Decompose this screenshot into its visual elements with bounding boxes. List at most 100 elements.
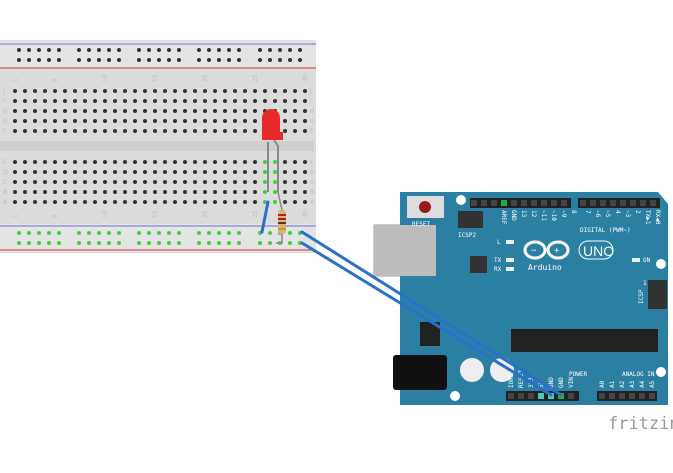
breadboard-hole[interactable] <box>153 200 157 204</box>
breadboard-hole[interactable] <box>103 190 107 194</box>
breadboard-hole[interactable] <box>183 180 187 184</box>
rail-hole[interactable] <box>298 48 302 52</box>
breadboard-hole[interactable] <box>163 89 167 93</box>
wire-rail-to-gnd[interactable] <box>300 230 563 397</box>
breadboard-hole[interactable] <box>143 160 147 164</box>
breadboard-hole[interactable] <box>73 119 77 123</box>
breadboard-hole[interactable] <box>253 190 257 194</box>
breadboard-hole[interactable] <box>203 170 207 174</box>
power-pin[interactable] <box>538 393 544 399</box>
power-pin[interactable] <box>508 393 514 399</box>
rail-hole[interactable] <box>197 48 201 52</box>
breadboard-hole[interactable] <box>83 89 87 93</box>
breadboard-hole[interactable] <box>13 119 17 123</box>
breadboard-hole[interactable] <box>13 129 17 133</box>
rail-hole[interactable] <box>258 48 262 52</box>
breadboard-hole[interactable] <box>163 170 167 174</box>
breadboard-hole[interactable] <box>293 89 297 93</box>
breadboard-hole[interactable] <box>183 190 187 194</box>
breadboard-hole[interactable] <box>153 180 157 184</box>
breadboard-hole[interactable] <box>73 200 77 204</box>
rail-hole[interactable] <box>207 241 211 245</box>
breadboard-hole[interactable] <box>253 180 257 184</box>
breadboard-hole[interactable] <box>33 129 37 133</box>
breadboard-hole[interactable] <box>233 119 237 123</box>
power-pin[interactable] <box>568 393 574 399</box>
breadboard-hole[interactable] <box>73 99 77 103</box>
breadboard-hole[interactable] <box>143 89 147 93</box>
breadboard-hole[interactable] <box>123 119 127 123</box>
breadboard-hole[interactable] <box>13 160 17 164</box>
breadboard-hole[interactable] <box>83 190 87 194</box>
breadboard-hole[interactable] <box>73 89 77 93</box>
breadboard-hole[interactable] <box>23 200 27 204</box>
breadboard-hole[interactable] <box>233 109 237 113</box>
rail-hole[interactable] <box>217 241 221 245</box>
breadboard-hole[interactable] <box>173 160 177 164</box>
rail-hole[interactable] <box>177 241 181 245</box>
breadboard-hole[interactable] <box>213 160 217 164</box>
rail-hole[interactable] <box>227 48 231 52</box>
breadboard-hole[interactable] <box>113 200 117 204</box>
breadboard-hole[interactable] <box>153 129 157 133</box>
breadboard-hole[interactable] <box>43 190 47 194</box>
breadboard-hole[interactable] <box>213 129 217 133</box>
breadboard-hole[interactable] <box>123 99 127 103</box>
breadboard-hole[interactable] <box>33 190 37 194</box>
header-pin[interactable] <box>620 200 626 206</box>
rail-hole[interactable] <box>97 58 101 62</box>
breadboard-hole[interactable] <box>103 109 107 113</box>
header-pin[interactable] <box>600 200 606 206</box>
wire-led-to-ground-rail[interactable] <box>260 200 270 234</box>
header-pin[interactable] <box>541 200 547 206</box>
rail-hole[interactable] <box>237 48 241 52</box>
breadboard-hole[interactable] <box>263 99 267 103</box>
breadboard-hole[interactable] <box>273 89 277 93</box>
breadboard-hole[interactable] <box>233 190 237 194</box>
breadboard-hole[interactable] <box>53 129 57 133</box>
breadboard-hole[interactable] <box>153 170 157 174</box>
rail-hole[interactable] <box>137 231 141 235</box>
rail-hole[interactable] <box>288 48 292 52</box>
breadboard-hole[interactable] <box>193 160 197 164</box>
breadboard-hole[interactable] <box>243 160 247 164</box>
breadboard-hole[interactable] <box>163 109 167 113</box>
breadboard-hole[interactable] <box>223 89 227 93</box>
breadboard-hole[interactable] <box>143 119 147 123</box>
breadboard-hole[interactable] <box>163 129 167 133</box>
breadboard-hole[interactable] <box>173 89 177 93</box>
breadboard-hole[interactable] <box>233 89 237 93</box>
breadboard-hole[interactable] <box>53 160 57 164</box>
breadboard-hole[interactable] <box>23 129 27 133</box>
breadboard-hole[interactable] <box>243 200 247 204</box>
breadboard-hole[interactable] <box>303 119 307 123</box>
breadboard-hole[interactable] <box>253 170 257 174</box>
breadboard-hole[interactable] <box>33 109 37 113</box>
breadboard-hole[interactable] <box>223 129 227 133</box>
breadboard-hole[interactable] <box>133 89 137 93</box>
power-pin[interactable] <box>518 393 524 399</box>
breadboard-hole[interactable] <box>173 119 177 123</box>
breadboard-hole[interactable] <box>293 129 297 133</box>
rail-hole[interactable] <box>207 48 211 52</box>
breadboard-hole[interactable] <box>153 190 157 194</box>
rail-hole[interactable] <box>237 58 241 62</box>
breadboard-hole[interactable] <box>193 99 197 103</box>
breadboard-hole[interactable] <box>123 180 127 184</box>
breadboard-hole[interactable] <box>113 129 117 133</box>
breadboard-hole[interactable] <box>273 190 277 194</box>
rail-hole[interactable] <box>27 58 31 62</box>
breadboard-hole[interactable] <box>113 190 117 194</box>
breadboard-hole[interactable] <box>133 170 137 174</box>
breadboard-hole[interactable] <box>163 200 167 204</box>
breadboard-hole[interactable] <box>293 190 297 194</box>
breadboard-hole[interactable] <box>103 89 107 93</box>
breadboard-hole[interactable] <box>143 129 147 133</box>
breadboard-hole[interactable] <box>273 99 277 103</box>
breadboard-hole[interactable] <box>53 99 57 103</box>
breadboard-hole[interactable] <box>203 129 207 133</box>
breadboard-hole[interactable] <box>153 109 157 113</box>
breadboard-hole[interactable] <box>293 99 297 103</box>
breadboard-hole[interactable] <box>113 99 117 103</box>
rail-hole[interactable] <box>137 48 141 52</box>
